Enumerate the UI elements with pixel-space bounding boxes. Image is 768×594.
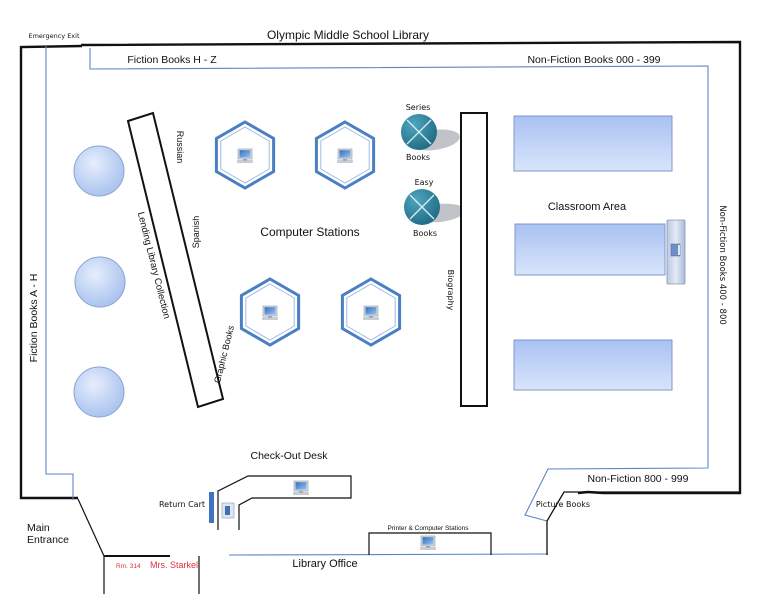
shelf-fiction-ah xyxy=(45,46,74,500)
printer-station-counter xyxy=(368,532,492,555)
shelf-lines xyxy=(45,46,709,556)
picture-books-label: Picture Books xyxy=(536,500,590,509)
spanish-label: Spanish xyxy=(191,216,201,249)
picture-books-wall xyxy=(546,491,740,555)
biography-label: Biography xyxy=(446,270,455,311)
classroom-table xyxy=(513,115,673,172)
return-cart-label: Return Cart xyxy=(159,500,205,509)
easy-label-bottom: Books xyxy=(413,229,437,238)
computer-station xyxy=(314,120,376,190)
entrance-walls xyxy=(77,498,105,594)
checkout-desk-label: Check-Out Desk xyxy=(250,450,328,462)
nonfiction-400-label: Non-Fiction Books 400 - 800 xyxy=(717,205,727,325)
computer-stations-label: Computer Stations xyxy=(260,225,359,239)
classroom-tables xyxy=(513,115,673,391)
teacher-name-label: Mrs. Starkel xyxy=(150,560,198,570)
russian-label: Russian xyxy=(175,131,185,164)
easy-books-display: Easy Books xyxy=(404,178,465,238)
series-label-bottom: Books xyxy=(406,153,430,162)
round-table xyxy=(73,145,125,197)
computer-icon xyxy=(237,148,253,163)
office-shelf-line xyxy=(228,553,549,556)
computer-station xyxy=(239,277,301,347)
computer-icon xyxy=(262,305,278,320)
room-number-label: Rm. 314 xyxy=(116,563,141,570)
computer-station xyxy=(214,120,276,190)
easy-label-top: Easy xyxy=(415,178,434,187)
printer-computer-icon xyxy=(420,535,436,550)
computer-icon xyxy=(337,148,353,163)
series-books-display: Series Books xyxy=(401,103,460,162)
library-office-label: Library Office xyxy=(292,558,357,570)
round-table xyxy=(74,256,126,308)
fiction-hz-label: Fiction Books H - Z xyxy=(127,54,217,66)
shelf-perimeter xyxy=(89,48,709,522)
series-label-top: Series xyxy=(406,103,431,112)
classroom-table xyxy=(513,339,673,391)
lending-library-shelf xyxy=(126,111,225,409)
cabinet-icon xyxy=(666,219,686,285)
computer-station xyxy=(340,277,402,347)
classroom-area-label: Classroom Area xyxy=(548,201,627,213)
biography-shelf xyxy=(460,112,488,407)
computer-icon xyxy=(363,305,379,320)
scanner-icon xyxy=(221,502,235,519)
checkout-desk xyxy=(217,475,352,530)
fiction-ah-label: Fiction Books A - H xyxy=(28,274,40,363)
printer-stations-label: Printer & Computer Stations xyxy=(388,525,470,532)
nonfiction-800-label: Non-Fiction 800 - 999 xyxy=(588,473,689,485)
emergency-exit-label: Emergency Exit xyxy=(28,32,79,40)
classroom-table xyxy=(514,223,666,276)
main-entrance-label-1: Main xyxy=(27,522,50,534)
checkout-computer-icon xyxy=(293,480,309,495)
library-title: Olympic Middle School Library xyxy=(267,28,429,42)
main-entrance-label-2: Entrance xyxy=(27,534,69,546)
round-table xyxy=(73,366,125,418)
graphic-books-label: Graphic Books xyxy=(212,324,236,384)
computer-stations xyxy=(214,120,402,347)
return-cart xyxy=(209,492,214,523)
round-tables xyxy=(73,145,126,418)
nonfiction-000-label: Non-Fiction Books 000 - 399 xyxy=(527,54,660,66)
wall-left xyxy=(19,44,83,500)
